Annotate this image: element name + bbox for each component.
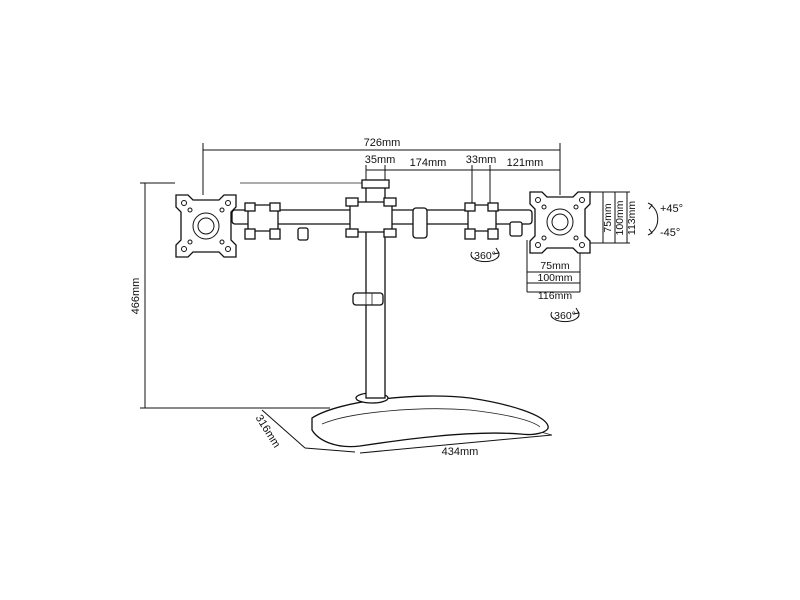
dim-vesa-v-100: 100mm (614, 200, 626, 235)
dim-33: 33mm (466, 154, 497, 166)
tilt-symbol (647, 202, 659, 236)
tilt-down-label: -45° (660, 227, 680, 239)
arm-assembly (231, 197, 533, 241)
dim-35: 35mm (365, 154, 396, 166)
dim-174: 174mm (410, 157, 447, 169)
left-vesa-plate (175, 194, 237, 258)
dim-466: 466mm (130, 278, 142, 315)
dimension-lines (140, 143, 630, 454)
right-vesa-plate (529, 191, 591, 254)
rotation-arm-symbol (470, 247, 500, 263)
dim-316: 316mm (253, 413, 283, 450)
dim-vesa-h-75: 75mm (540, 260, 569, 272)
rotation-head-label: 360° (554, 310, 576, 322)
stand-pole (352, 179, 390, 399)
dim-vesa-h-100: 100mm (537, 272, 572, 284)
dim-434: 434mm (442, 446, 479, 458)
rotation-arm-label: 360° (474, 250, 496, 262)
rotation-head-symbol (550, 307, 580, 323)
dim-plate-v-113: 113mm (626, 201, 638, 235)
dimension-labels: 726mm 35mm 174mm 33mm 121mm 466mm 316mm … (130, 137, 683, 458)
dim-plate-h-116: 116mm (538, 290, 572, 302)
tilt-up-label: +45° (660, 203, 683, 215)
dim-vesa-v-75: 75mm (602, 203, 614, 232)
dim-726: 726mm (364, 137, 401, 149)
dim-121: 121mm (507, 157, 544, 169)
